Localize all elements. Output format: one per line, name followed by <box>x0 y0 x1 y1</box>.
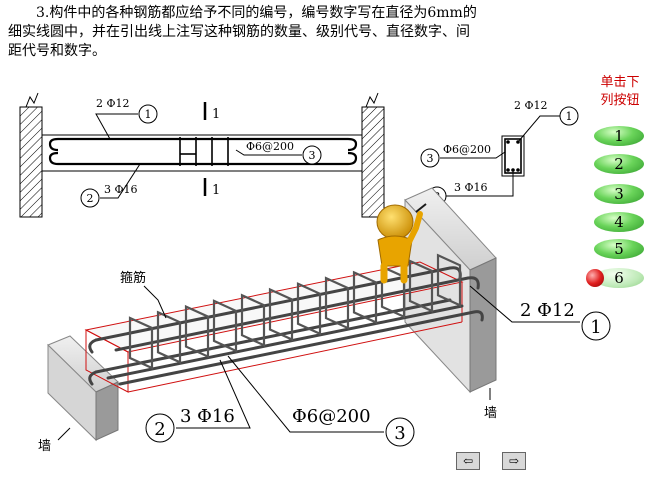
beam-3d-front-face <box>85 329 129 393</box>
stirrups-3d <box>128 253 462 370</box>
model-num-2-circle <box>145 413 175 443</box>
wall-left-leader <box>57 427 71 441</box>
prev-button[interactable]: ⇦ <box>456 452 480 470</box>
arrow-right-icon: ⇨ <box>508 454 520 468</box>
left-wall-break <box>25 92 39 108</box>
beam-elevation: 1 1 2 Φ12 1 Φ6@200 3 2 3 Φ16 <box>19 92 385 218</box>
step-button-label: 3 <box>614 185 624 203</box>
section-mark-top: 1 <box>212 107 220 122</box>
stirrup-3d <box>128 316 154 370</box>
stirrup-3d <box>436 253 462 308</box>
model-num-3: 3 <box>394 423 405 444</box>
wall-right-label: 墙 <box>484 406 497 421</box>
elev-num-1-circle <box>138 104 158 124</box>
model-leader-stirrup-label <box>143 285 167 319</box>
pointing-figure <box>376 203 427 284</box>
left-wall-side <box>95 381 119 441</box>
hint-line-1: 单击下 <box>600 75 640 90</box>
model-top-bar-label: 2 Φ12 <box>520 300 575 321</box>
step-button-4[interactable]: 4 <box>594 212 644 232</box>
stirrup-3d <box>156 310 182 365</box>
step-button-label: 6 <box>614 269 624 287</box>
stirrups-elevation <box>179 137 229 166</box>
sec-leader-top <box>517 115 560 143</box>
model-num-3-circle <box>385 417 415 447</box>
stirrup-3d <box>296 282 322 336</box>
right-wall-break <box>365 92 379 108</box>
elev-num-3: 3 <box>309 149 316 162</box>
intro-line-3: 距代号和数字。 <box>8 43 106 59</box>
active-indicator-icon <box>586 269 604 287</box>
intro-text: 3.构件中的各种钢筋都应给予不同的编号，编号数字写在直径为6mm的 细实线圆中，… <box>8 4 598 61</box>
stirrup-3d <box>240 293 266 347</box>
sec-num-3-circle <box>420 148 440 168</box>
sec-top-bar-label: 2 Φ12 <box>514 99 548 112</box>
wall-left-label: 墙 <box>38 439 51 454</box>
stirrup-3d <box>352 270 378 325</box>
sec-stirrup-label: Φ6@200 <box>443 143 491 156</box>
elev-stirrup-label: Φ6@200 <box>246 140 294 153</box>
step-button-label: 1 <box>614 127 624 145</box>
step-button-3[interactable]: 3 <box>594 184 644 204</box>
beam-3d-bottom-edge <box>127 321 463 393</box>
sec-num-1-circle <box>559 106 579 126</box>
model-leader-bottom <box>176 359 251 429</box>
elev-num-1: 1 <box>145 108 152 121</box>
click-hint: 单击下 列按钮 <box>592 74 648 110</box>
next-button[interactable]: ⇨ <box>502 452 526 470</box>
stirrup-3d <box>324 276 350 330</box>
bottom-rebar <box>48 151 358 166</box>
elev-top-bar-label: 2 Φ12 <box>96 97 130 110</box>
model-num-1-circle <box>581 311 611 341</box>
leader-top-bar <box>95 113 138 140</box>
sec-num-1: 1 <box>566 110 573 123</box>
arrow-left-icon: ⇦ <box>462 454 474 468</box>
elev-num-3-circle <box>302 145 322 165</box>
leader-stirrup <box>235 149 302 156</box>
model-stirrup-label: Φ6@200 <box>292 406 371 427</box>
stirrup-callout: 箍筋 <box>120 270 146 286</box>
intro-paragraph: 3.构件中的各种钢筋都应给予不同的编号，编号数字写在直径为6mm的 细实线圆中，… <box>8 4 598 61</box>
sec-num-3: 3 <box>427 152 434 165</box>
stirrup-3d <box>212 299 238 353</box>
top-rebar <box>48 137 358 152</box>
elev-bottom-bar-label: 3 Φ16 <box>104 183 138 196</box>
step-button-label: 4 <box>614 213 624 231</box>
sec-leader-bottom <box>446 170 514 197</box>
model-num-2: 2 <box>154 419 165 440</box>
step-button-5[interactable]: 5 <box>594 239 644 259</box>
stirrup-3d <box>380 264 406 319</box>
model-bottom-bar-label: 3 Φ16 <box>180 406 235 427</box>
stirrup-3d <box>408 259 434 313</box>
right-wall-section <box>361 106 385 218</box>
step-button-6[interactable]: 6 <box>586 268 644 288</box>
hint-line-2: 列按钮 <box>600 93 640 108</box>
elev-num-2-circle <box>80 188 100 208</box>
stirrup-3d <box>184 304 210 359</box>
model-leader-top <box>469 285 580 323</box>
step-button-label: 2 <box>614 155 624 173</box>
step-button-1[interactable]: 1 <box>594 126 644 146</box>
model-leader-stirrup <box>227 355 384 433</box>
section-mark-bottom: 1 <box>212 183 220 198</box>
beam-3d-model: 箍筋 墙 墙 2 Φ12 1 2 3 Φ16 Φ6@200 3 <box>38 187 611 454</box>
intro-line-1: 3.构件中的各种钢筋都应给予不同的编号，编号数字写在直径为6mm的 <box>36 5 477 21</box>
model-num-1: 1 <box>590 317 601 338</box>
step-button-label: 5 <box>614 240 624 258</box>
left-wall-section <box>19 106 43 218</box>
leader-bottom-bar <box>100 163 141 199</box>
stirrup-3d <box>268 287 294 342</box>
sec-bottom-bar-label: 3 Φ16 <box>454 181 488 194</box>
step-button-2[interactable]: 2 <box>594 154 644 174</box>
intro-line-2: 细实线圆中，并在引出线上注写这种钢筋的数量、级别代号、直径数字、间 <box>8 24 470 40</box>
elev-num-2: 2 <box>87 192 94 205</box>
beam-cross-section: 2 Φ12 1 Φ6@200 3 3 Φ16 2 <box>420 99 579 206</box>
sec-leader-stirrup <box>440 151 506 159</box>
